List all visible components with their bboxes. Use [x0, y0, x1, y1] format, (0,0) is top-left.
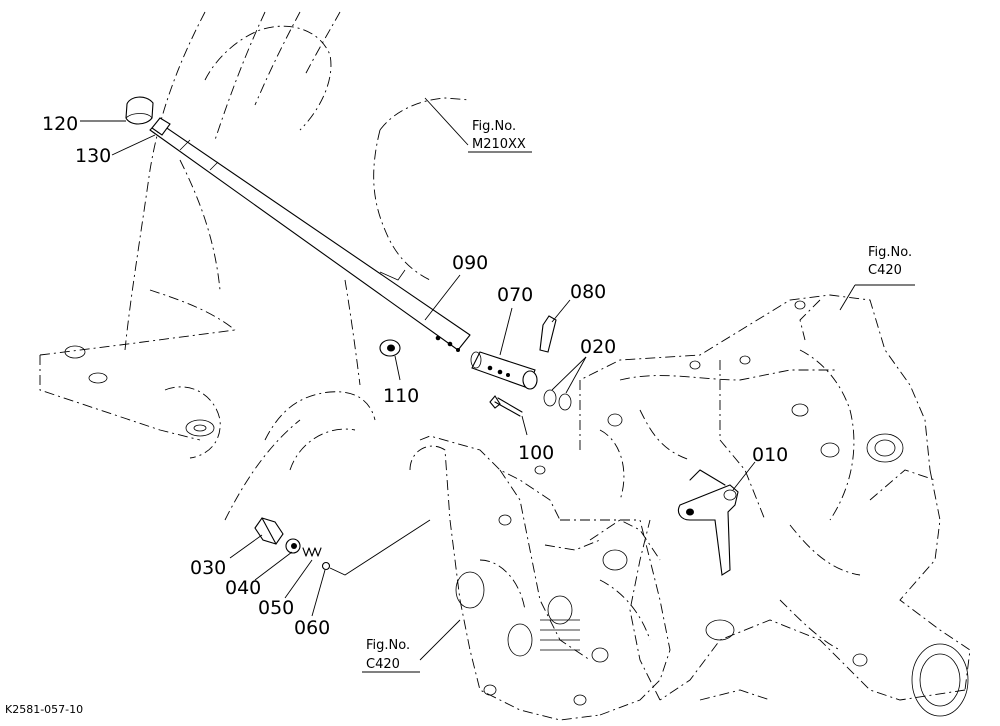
part-label-060: 060 [294, 617, 330, 639]
part-label-120: 120 [42, 113, 78, 135]
spring-050 [284, 547, 322, 599]
shift-arm-010 [677, 461, 756, 576]
transmission-case-lower [409, 435, 671, 721]
part-label-090: 090 [452, 252, 488, 274]
joint-070 [470, 307, 538, 390]
part-label-080: 080 [570, 281, 606, 303]
part-label-030: 030 [190, 557, 226, 579]
pin-080 [539, 299, 571, 353]
transmission-case-right [579, 284, 971, 717]
diagram-code: K2581-057-10 [5, 703, 83, 716]
grip-120 [80, 96, 154, 125]
fig-ref-m210xx-line1: Fig.No. [472, 119, 516, 134]
part-label-110: 110 [383, 385, 419, 407]
part-label-010: 010 [752, 444, 788, 466]
fig-ref-c420-upper-line1: Fig.No. [868, 245, 912, 260]
fig-ref-c420-upper-line2: C420 [868, 263, 902, 278]
fig-ref-c420-lower-line1: Fig.No. [366, 638, 410, 653]
ball-060 [311, 519, 431, 617]
fig-ref-m210xx-line2: M210XX [472, 137, 526, 152]
part-label-020: 020 [580, 336, 616, 358]
fig-ref-c420-lower-line2: C420 [366, 657, 400, 672]
washer-110 [379, 339, 401, 381]
bolt-100 [489, 395, 528, 436]
shift-lever-090 [149, 121, 471, 352]
clutch-housing-outline [39, 11, 471, 521]
collar-130 [111, 117, 171, 156]
fig-ref-c420-lower: Fig.No. C420 [362, 638, 420, 673]
screw-030 [229, 517, 284, 559]
part-label-130: 130 [75, 145, 111, 167]
part-label-100: 100 [518, 442, 554, 464]
part-label-050: 050 [258, 597, 294, 619]
nut-040 [254, 538, 301, 581]
part-label-040: 040 [225, 577, 261, 599]
o-rings-020 [543, 356, 587, 411]
fig-ref-m210xx: Fig.No. M210XX [468, 119, 532, 153]
part-label-070: 070 [497, 284, 533, 306]
fig-ref-c420-upper: Fig.No. C420 [855, 245, 915, 286]
